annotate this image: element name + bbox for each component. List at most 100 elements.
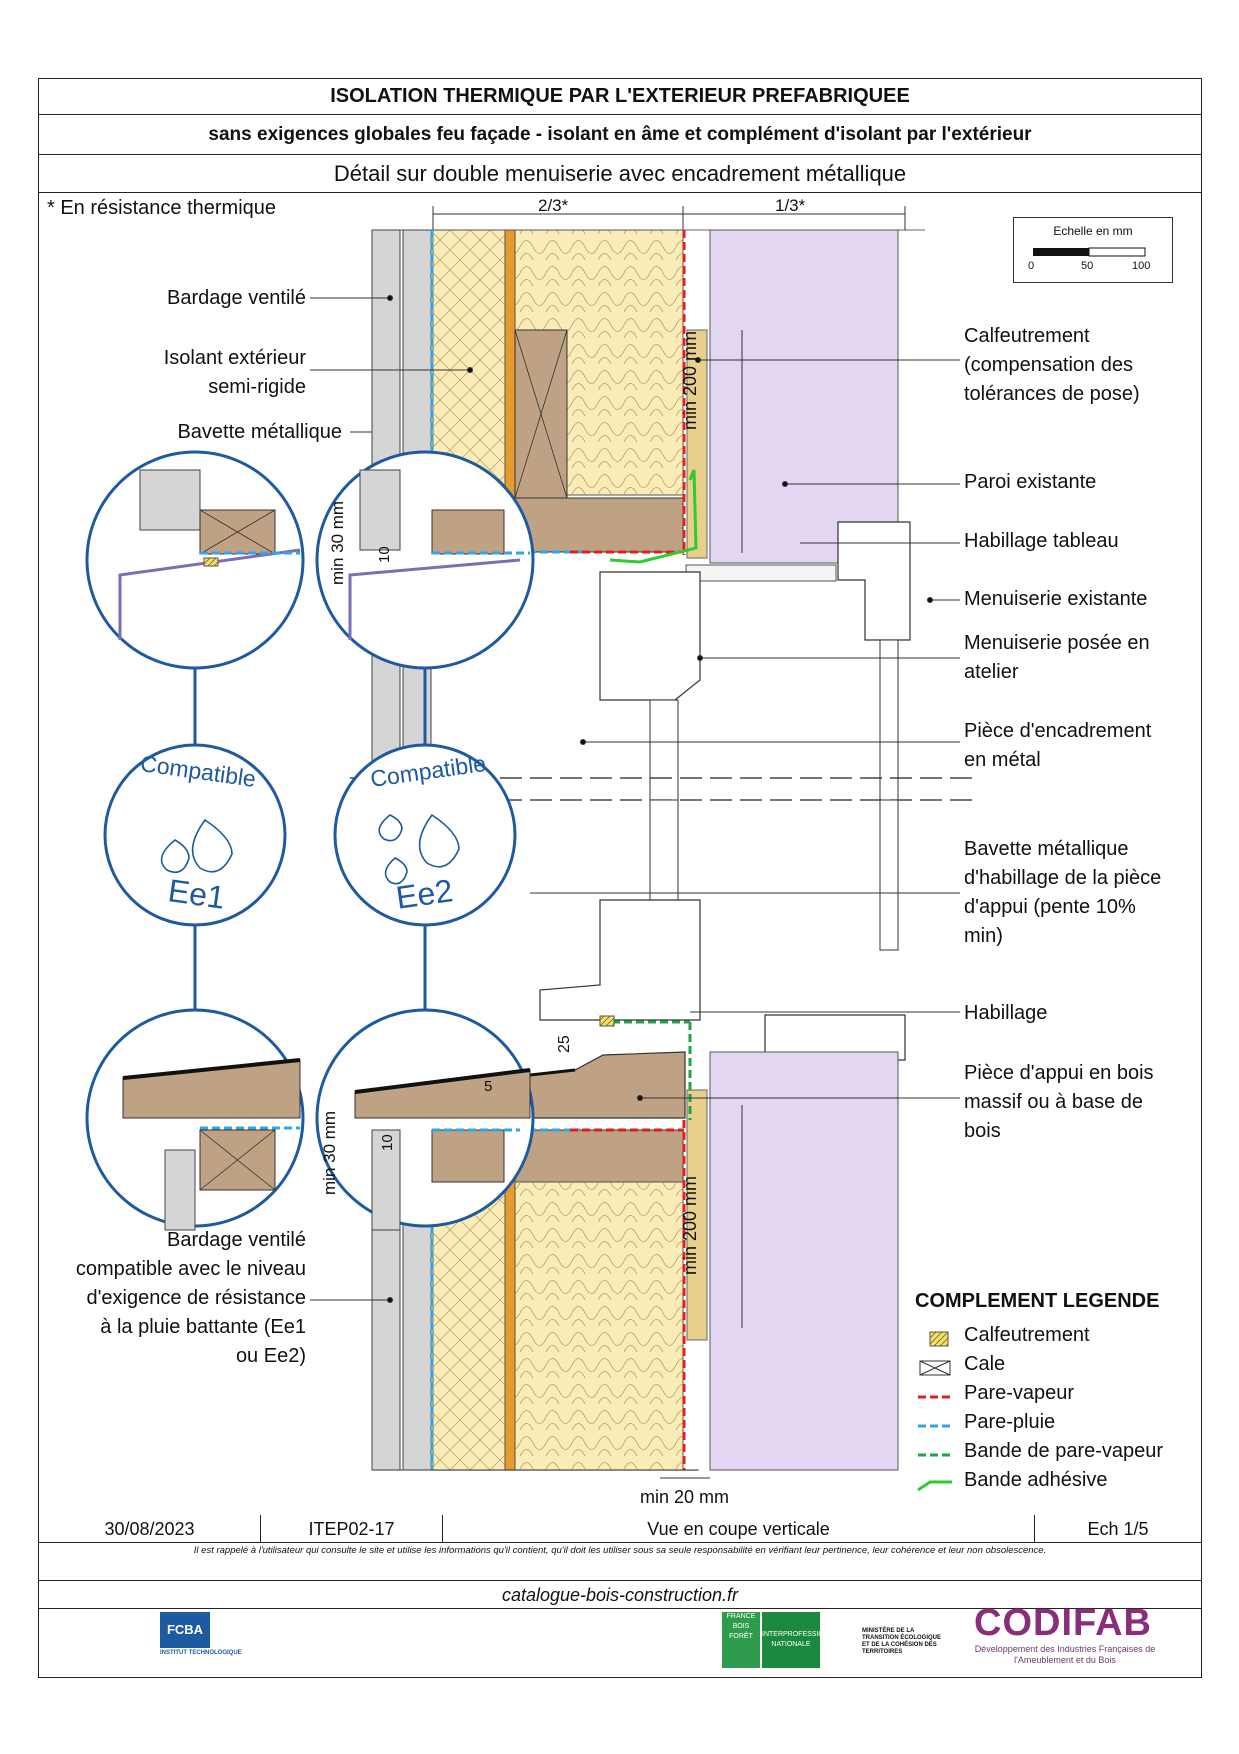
workshop-window-bottom xyxy=(539,899,701,1021)
footer-info-row: 30/08/2023 ITEP02-17 Vue en coupe vertic… xyxy=(39,1515,1201,1543)
dim-min20: min 20 mm xyxy=(640,1487,730,1507)
france-bois-foret-logo: FRANCE BOIS FORÊT xyxy=(722,1612,760,1668)
dim-two-thirds: 2/3* xyxy=(538,196,569,215)
legend-symbols xyxy=(917,1331,952,1492)
drop-icon xyxy=(378,814,403,842)
label-menuiserie-atelier: Menuiserie posée en atelier xyxy=(964,629,1150,687)
upper-lintel xyxy=(514,497,684,553)
label-line: Bardage ventilé xyxy=(167,1229,306,1251)
label-line: tolérances de pose) xyxy=(964,383,1140,405)
badge-ee2-text: Ee2 xyxy=(393,872,456,916)
fcba-logo: FCBA xyxy=(160,1612,210,1648)
footer-view: Vue en coupe verticale xyxy=(443,1515,1035,1543)
core-insulation-lower xyxy=(514,1181,684,1471)
legend-item: Pare-vapeur xyxy=(964,1382,1075,1404)
label-encadrement: Pièce d'encadrement en métal xyxy=(964,717,1151,775)
badge-ee2 xyxy=(333,743,517,927)
label-menuiserie-existante: Menuiserie existante xyxy=(964,588,1148,610)
sheet-title: ISOLATION THERMIQUE PAR L'EXTERIEUR PREF… xyxy=(39,79,1201,115)
scale-tick-100: 100 xyxy=(1132,260,1151,272)
label-line: Pièce d'appui en bois xyxy=(964,1062,1154,1084)
label-calfeutrement: Calfeutrement (compensation des toléranc… xyxy=(964,322,1140,409)
label-line: Calfeutrement xyxy=(964,325,1090,347)
dim-min200-top: min 200 mm xyxy=(680,330,700,430)
codifab-logo: CODIFAB xyxy=(974,1602,1152,1644)
label-line: (compensation des xyxy=(964,354,1133,376)
zoom-circle-2 xyxy=(315,450,535,670)
ministere-logo: MINISTÈRE DE LA TRANSITION ÉCOLOGIQUE ET… xyxy=(862,1628,942,1655)
badge-ee1-text: Ee1 xyxy=(165,872,228,916)
sheet-subtitle: sans exigences globales feu façade - iso… xyxy=(39,115,1201,155)
label-bardage-compatible: Bardage ventilé compatible avec le nivea… xyxy=(40,1226,306,1371)
zoom-circle-3 xyxy=(85,1008,305,1231)
drawing-area: * En résistance thermique xyxy=(39,193,1201,1515)
footer-date: 30/08/2023 xyxy=(39,1515,261,1543)
dim-min200-bottom: min 200 mm xyxy=(680,1175,700,1275)
label-line: Menuiserie posée en xyxy=(964,632,1150,654)
label-habillage-tableau: Habillage tableau xyxy=(964,530,1119,552)
scale-bar xyxy=(1033,247,1146,257)
legend-item: Cale xyxy=(964,1353,1006,1375)
label-isolant-1: Isolant extérieur xyxy=(163,347,306,369)
footer-scale: Ech 1/5 xyxy=(1087,1519,1149,1539)
window-reveal-lining xyxy=(685,564,837,582)
codifab-subtitle: Développement des Industries Françaises … xyxy=(974,1644,1156,1665)
scale-tick-50: 50 xyxy=(1081,260,1094,272)
drop-icon xyxy=(160,839,190,874)
label-line: compatible avec le niveau xyxy=(75,1258,306,1280)
label-line: min) xyxy=(964,925,1003,947)
label-bavette: Bavette métallique xyxy=(177,421,342,443)
legend-item: Calfeutrement xyxy=(964,1324,1090,1346)
sheet-detail-title: Détail sur double menuiserie avec encadr… xyxy=(39,155,1201,193)
left-leaders xyxy=(310,295,473,1303)
label-line: massif ou à base de xyxy=(964,1091,1143,1113)
disclaimer-text: Il est rappelé à l'utilisateur qui consu… xyxy=(193,1545,1047,1556)
label-habillage: Habillage xyxy=(964,1002,1048,1024)
drop-icon xyxy=(384,857,408,885)
label-line: d'habillage de la pièce xyxy=(964,867,1162,889)
label-isolant-2: semi-rigide xyxy=(208,376,306,398)
footer-site[interactable]: catalogue-bois-construction.fr xyxy=(39,1581,1201,1609)
dim-top xyxy=(372,206,925,231)
scale-box: Echelle en mm 0 50 100 xyxy=(1013,217,1173,283)
dim-min30-top: min 30 mm xyxy=(328,500,347,585)
dim-5: 5 xyxy=(484,1078,493,1095)
label-line: Pièce d'encadrement xyxy=(964,720,1152,742)
drawing-sheet: ISOLATION THERMIQUE PAR L'EXTERIEUR PREF… xyxy=(38,78,1202,1678)
legend-item: Bande de pare-vapeur xyxy=(964,1440,1164,1462)
drop-icon xyxy=(418,813,460,868)
label-bavette-appui: Bavette métallique d'habillage de la piè… xyxy=(964,835,1161,951)
lower-sill-beam xyxy=(514,1129,684,1183)
label-line: bois xyxy=(964,1120,1001,1142)
dim-ten-bottom: 10 xyxy=(379,1134,396,1151)
fcba-subtitle: INSTITUT TECHNOLOGIQUE xyxy=(160,1650,242,1656)
label-bardage: Bardage ventilé xyxy=(167,287,306,309)
dim-min30-bottom: min 30 mm xyxy=(320,1110,339,1195)
legend-item: Pare-pluie xyxy=(964,1411,1056,1433)
label-line: d'exigence de résistance xyxy=(86,1287,306,1309)
footer-ref: ITEP02-17 xyxy=(261,1515,443,1543)
scale-tick-0: 0 xyxy=(1028,260,1035,272)
legend-title: COMPLEMENT LEGENDE xyxy=(915,1290,1160,1312)
legend-item: Bande adhésive xyxy=(964,1469,1108,1491)
label-line: en métal xyxy=(964,749,1041,771)
dim-one-third: 1/3* xyxy=(775,196,806,215)
existing-window-frame-top xyxy=(837,521,911,641)
label-paroi: Paroi existante xyxy=(964,471,1097,493)
scale-title: Echelle en mm xyxy=(1053,224,1133,238)
zoom-circle-1 xyxy=(85,450,305,670)
label-line: atelier xyxy=(964,661,1019,683)
dim-ten-top: 10 xyxy=(376,546,393,563)
label-piece-appui: Pièce d'appui en bois massif ou à base d… xyxy=(964,1059,1154,1146)
workshop-window-top xyxy=(599,571,701,701)
thermal-note: * En résistance thermique xyxy=(47,197,277,219)
label-line: ou Ee2) xyxy=(235,1345,306,1367)
existing-wall-upper xyxy=(709,229,899,564)
dim-25: 25 xyxy=(556,1035,573,1053)
label-line: à la pluie battante (Ee1 xyxy=(100,1316,306,1338)
zoom-circle-4 xyxy=(315,1008,535,1231)
footer: 30/08/2023 ITEP02-17 Vue en coupe vertic… xyxy=(39,1515,1201,1679)
interprofession-logo: INTERPROFESSION NATIONALE xyxy=(762,1612,829,1668)
right-leaders xyxy=(530,357,960,1101)
